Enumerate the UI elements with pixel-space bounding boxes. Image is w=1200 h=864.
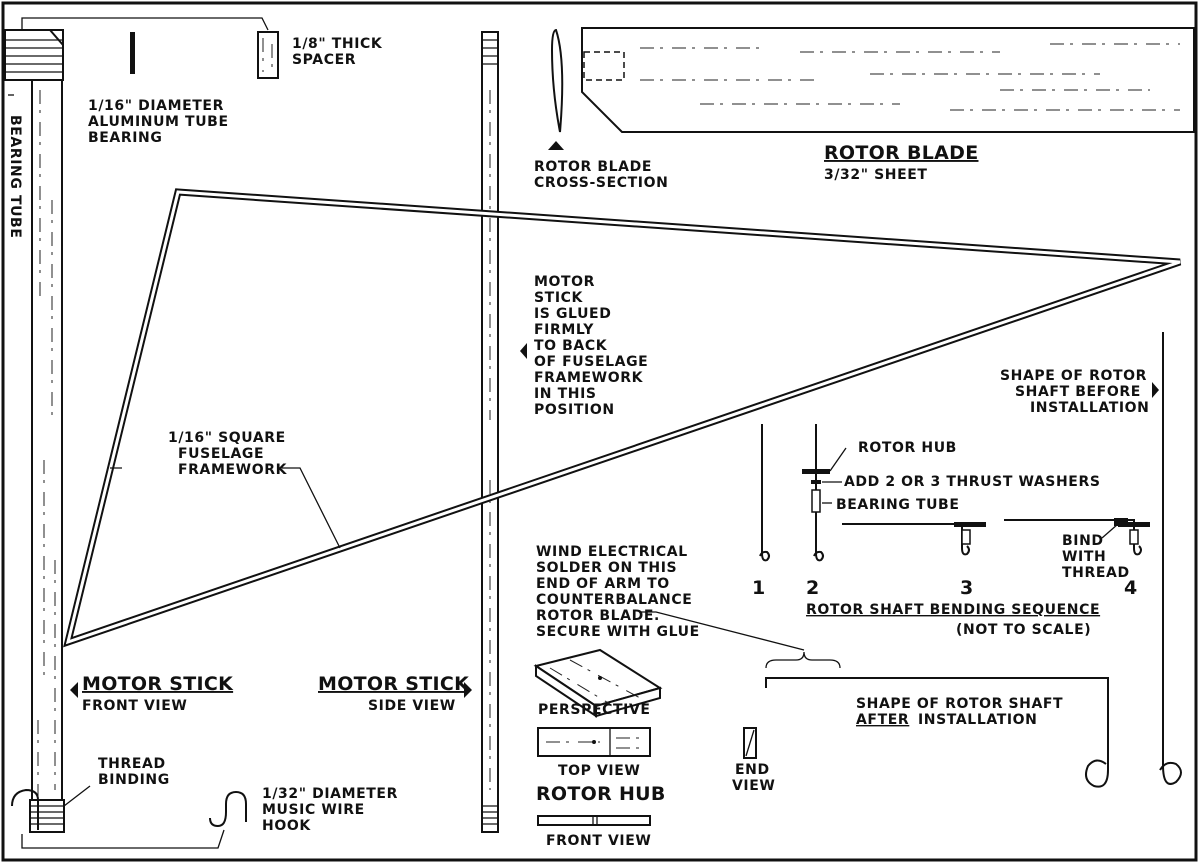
- step-2-wire: [802, 424, 830, 562]
- side-title-arrow: [464, 682, 472, 698]
- aluminum-tube-icon: [130, 32, 135, 74]
- step-number-4: 4: [1124, 577, 1137, 599]
- bearing-tube-callout: BEARING TUBE: [836, 497, 960, 513]
- front-title-arrow: [70, 682, 78, 698]
- shaft-after-label-1: SHAPE OF ROTOR SHAFT: [856, 696, 1063, 712]
- thrust-washers-callout: ADD 2 OR 3 THRUST WASHERS: [844, 474, 1101, 490]
- bind-label-3: THREAD: [1062, 565, 1130, 581]
- step-1-wire: [759, 424, 770, 562]
- solder-leader: [640, 611, 805, 651]
- shaft-before-arrow: [1152, 382, 1159, 398]
- shaft-before-label-1: SHAPE OF ROTOR: [1000, 368, 1147, 384]
- end-view-label-1: END: [735, 762, 770, 778]
- thread-binding-leader: [63, 785, 91, 807]
- spacer-icon: [257, 31, 279, 79]
- blade-cross-section-label-1: ROTOR BLADE: [534, 159, 652, 175]
- rotor-hub-top-view: [537, 727, 651, 757]
- hub-front-view-label: FRONT VIEW: [546, 833, 651, 849]
- fuselage-label-2: FUSELAGE: [178, 446, 264, 462]
- solder-note-3: END OF ARM TO: [536, 576, 670, 592]
- spacer-label-1: 1/8" THICK: [292, 36, 383, 52]
- motor-stick-side-sub: SIDE VIEW: [368, 698, 456, 714]
- shaft-after-label-3: INSTALLATION: [918, 712, 1037, 728]
- bind-label-2: WITH: [1062, 549, 1106, 565]
- motor-note-2: STICK: [534, 290, 584, 306]
- motor-note-arrow: [520, 343, 527, 359]
- solder-note-5: ROTOR BLADE.: [536, 608, 660, 624]
- top-view-label: TOP VIEW: [558, 763, 640, 779]
- perspective-label: PERSPECTIVE: [538, 702, 651, 718]
- blade-cross-section-arrow: [548, 141, 564, 150]
- step-number-3: 3: [960, 577, 973, 599]
- bind-label-1: BIND: [1062, 533, 1104, 549]
- motor-note-3: IS GLUED: [534, 306, 611, 322]
- step-number-1: 1: [752, 577, 765, 599]
- shaft-after-wire: [765, 677, 1109, 788]
- hub-callout-leader: [829, 447, 847, 472]
- shaft-before-wire: [1159, 332, 1182, 785]
- step-3-wire: [842, 522, 986, 556]
- motor-note-7: FRAMEWORK: [534, 370, 644, 386]
- rotor-hub-title: ROTOR HUB: [536, 783, 666, 805]
- hook-leader: [21, 829, 225, 849]
- end-view-label-2: VIEW: [732, 778, 775, 794]
- solder-note-2: SOLDER ON THIS: [536, 560, 677, 576]
- bearing-leader: [21, 17, 269, 31]
- blade-cross-section-icon: [550, 28, 564, 133]
- aluminum-tube-label-3: BEARING: [88, 130, 162, 146]
- solder-note-6: SECURE WITH GLUE: [536, 624, 700, 640]
- motor-stick-front-title: MOTOR STICK: [82, 673, 234, 695]
- music-wire-label-3: HOOK: [262, 818, 311, 834]
- rotor-hub-front-view: [537, 815, 651, 826]
- rotor-blade-sheet-label: 3/32" SHEET: [824, 167, 928, 183]
- not-to-scale-label: (NOT TO SCALE): [956, 622, 1091, 638]
- shaft-before-label-2: SHAFT BEFORE: [1015, 384, 1141, 400]
- fuselage-framework: [63, 188, 1182, 648]
- rotor-hub-callout: ROTOR HUB: [858, 440, 957, 456]
- aluminum-tube-label-2: ALUMINUM TUBE: [88, 114, 229, 130]
- motor-stick-side-title: MOTOR STICK: [318, 673, 470, 695]
- fuselage-leader: [110, 467, 341, 549]
- fuselage-label-3: FRAMEWORK: [178, 462, 288, 478]
- solder-note-1: WIND ELECTRICAL: [536, 544, 688, 560]
- fuselage-label-1: 1/16" SQUARE: [168, 430, 286, 446]
- step-number-2: 2: [806, 577, 819, 599]
- motor-stick-front-sub: FRONT VIEW: [82, 698, 187, 714]
- rotor-hub-perspective: [533, 648, 663, 718]
- motor-note-8: IN THIS: [534, 386, 597, 402]
- rotor-blade-title: ROTOR BLADE: [824, 142, 978, 164]
- shaft-before-label-3: INSTALLATION: [1030, 400, 1149, 416]
- aluminum-tube-label-1: 1/16" DIAMETER: [88, 98, 224, 114]
- motor-stick-side: [481, 31, 499, 833]
- solder-brace: [765, 651, 841, 669]
- step-4-wire: [1004, 518, 1150, 556]
- thread-binding-label-2: BINDING: [98, 772, 170, 788]
- thread-binding-label-1: THREAD: [98, 756, 166, 772]
- music-wire-label-1: 1/32" DIAMETER: [262, 786, 398, 802]
- motor-note-1: MOTOR: [534, 274, 595, 290]
- motor-note-4: FIRMLY: [534, 322, 594, 338]
- bending-sequence-title: ROTOR SHAFT BENDING SEQUENCE: [806, 602, 1100, 618]
- bind-leader: [1101, 523, 1119, 539]
- motor-note-9: POSITION: [534, 402, 615, 418]
- shaft-after-label-2: AFTER: [856, 712, 909, 728]
- motor-stick-front: [4, 29, 65, 833]
- solder-note-4: COUNTERBALANCE: [536, 592, 692, 608]
- blade-cross-section-label-2: CROSS-SECTION: [534, 175, 668, 191]
- spacer-label-2: SPACER: [292, 52, 356, 68]
- motor-note-5: TO BACK: [534, 338, 608, 354]
- music-wire-label-2: MUSIC WIRE: [262, 802, 365, 818]
- rotor-blade-sheet: [581, 27, 1195, 133]
- motor-note-6: OF FUSELAGE: [534, 354, 648, 370]
- music-wire-hook-icon: [209, 790, 247, 828]
- bearing-tube-label: BEARING TUBE: [7, 115, 23, 239]
